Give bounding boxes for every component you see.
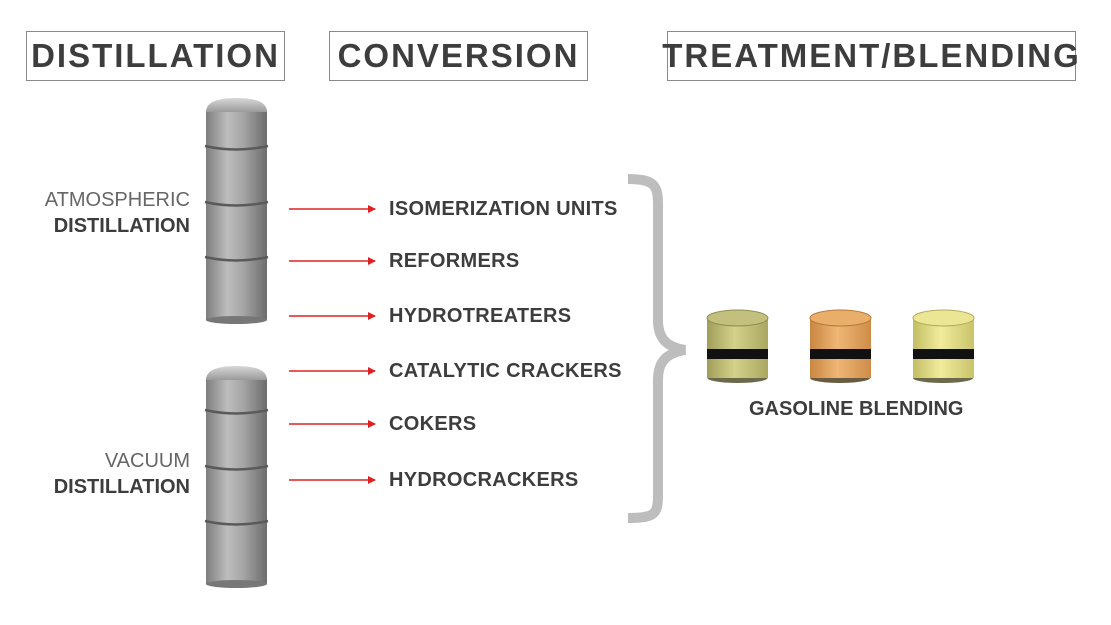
atmospheric-label-line1: ATMOSPHERIC [44,189,190,211]
process-reformers: REFORMERS [389,250,520,272]
vacuum-distillation-label: VACUUM DISTILLATION [10,448,190,500]
process-arrows [289,205,376,484]
gasoline-blending-label: GASOLINE BLENDING [749,398,964,420]
tank-green [706,309,769,383]
atmospheric-column [204,98,269,324]
process-cokers: COKERS [389,413,477,435]
process-isomerization-units: ISOMERIZATION UNITS [389,198,618,220]
tank-orange [809,309,872,383]
atmospheric-label-line2: DISTILLATION [53,215,190,237]
process-catalytic-crackers: CATALYTIC CRACKERS [389,360,622,382]
header-conversion: CONVERSION [329,31,588,81]
vacuum-label-line2: DISTILLATION [53,476,190,498]
header-treatment-blending: TREATMENT/BLENDING [662,31,1079,81]
header-distillation: DISTILLATION [26,31,285,81]
curly-brace [627,174,687,523]
process-hydrotreaters: HYDROTREATERS [389,305,572,327]
tank-yellow [912,309,975,383]
vacuum-column [204,366,269,588]
vacuum-label-line1: VACUUM [104,450,190,472]
atmospheric-distillation-label: ATMOSPHERIC DISTILLATION [10,187,190,239]
process-hydrocrackers: HYDROCRACKERS [389,469,579,491]
